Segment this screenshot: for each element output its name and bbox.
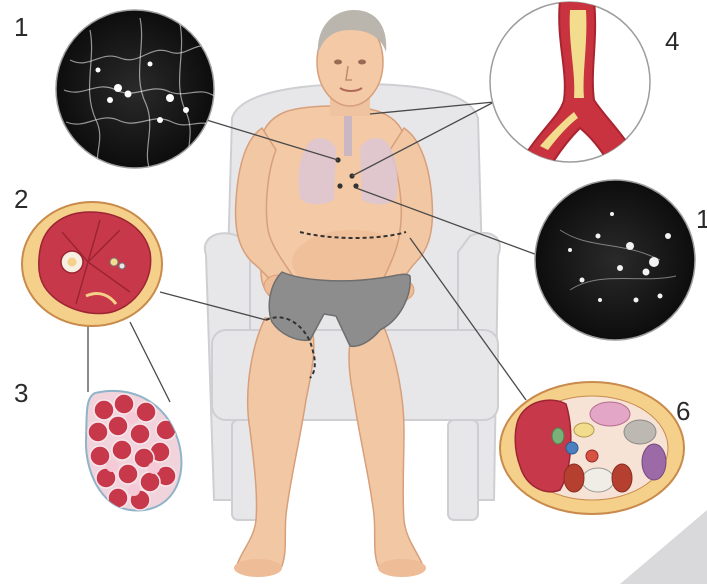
panel-number-1: 1 — [14, 14, 28, 40]
panel-number-2: 2 — [14, 186, 28, 212]
panel-number-4: 4 — [665, 28, 679, 54]
lung-ct-panel — [535, 180, 695, 340]
panel-number-5: 1 — [696, 206, 707, 232]
artery-panel — [490, 0, 650, 176]
muscle-fiber-panel — [86, 391, 182, 511]
corner-shade — [620, 510, 707, 584]
thigh-cross-section-panel — [22, 202, 162, 326]
panel-number-3: 3 — [14, 380, 28, 406]
abdomen-cross-section-panel — [500, 382, 684, 514]
lung-microscopy-panel — [56, 10, 214, 170]
panel-number-6: 6 — [676, 398, 690, 424]
